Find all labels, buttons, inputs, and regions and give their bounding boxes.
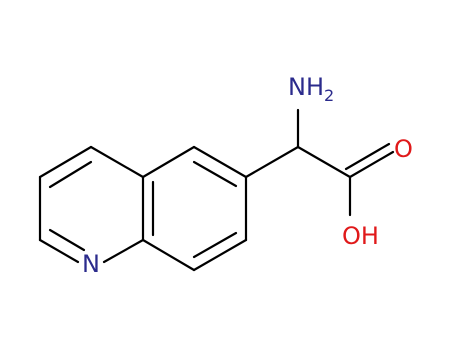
bond-c7-c8-inner	[192, 231, 238, 259]
bond-c5-c6	[192, 145, 248, 179]
hydroxyl-label: OH	[342, 222, 379, 250]
bond-c3-c4	[38, 145, 93, 179]
bond-layer	[38, 108, 395, 272]
bond-c8-c8a	[141, 238, 196, 272]
atom-label-layer: NH2 O OH N	[82, 73, 413, 278]
bond-c6-calpha	[244, 145, 300, 179]
bond-c5-c6-inner	[192, 160, 238, 188]
amine-subscript-text: 2	[324, 86, 334, 105]
bond-c-o-double-a	[348, 150, 395, 179]
bond-n1-c2-inner	[48, 228, 86, 252]
bond-n1-c2	[38, 238, 80, 264]
carbonyl-oxygen-label: O	[394, 135, 413, 163]
ring-nitrogen-label: N	[82, 250, 100, 278]
amine-nh-text: NH	[288, 73, 324, 101]
bond-c4a-c5	[141, 145, 196, 179]
bond-c4-c4a	[89, 145, 145, 179]
bond-c-o-double-b	[344, 142, 391, 171]
bond-calpha-ccarboxyl	[296, 145, 352, 179]
amine-label: NH2	[288, 73, 334, 105]
bond-c7-c8	[192, 238, 248, 272]
bond-c8a-n1	[102, 238, 145, 264]
bond-c3-c4-inner	[48, 160, 93, 189]
